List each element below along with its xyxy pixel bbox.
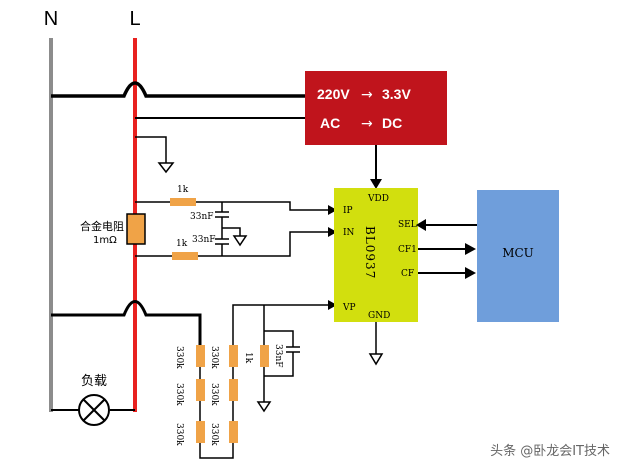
ip-resistor-value: 1k — [177, 185, 189, 195]
converter-output-voltage: 3.3V — [382, 86, 411, 102]
shunt-resistor — [126, 213, 146, 245]
divider-value-1: 330k — [174, 346, 184, 369]
vp-resistor-value: 1k — [243, 352, 253, 364]
cf-arrow — [465, 267, 476, 279]
in-capacitor-value: 33nF — [192, 235, 216, 245]
vp-ground-icon — [256, 401, 272, 413]
chip-name: BL0937 — [363, 226, 377, 279]
mcu-block — [477, 190, 559, 322]
converter-input-type: AC — [320, 115, 340, 131]
vp-resistor — [260, 345, 269, 367]
chip-ground-icon — [368, 353, 384, 366]
ip-resistor — [170, 198, 196, 206]
divider-value-6: 330k — [209, 423, 219, 446]
divider-resistors — [196, 345, 238, 459]
ip-arrow — [328, 205, 337, 215]
filter-ground-icon — [232, 235, 248, 247]
vdd-pin-label: VDD — [367, 194, 389, 204]
neutral-label: N — [44, 8, 58, 30]
sel-arrow — [416, 219, 426, 231]
n-sense-wire — [51, 300, 202, 345]
cf-pin-label: CF — [401, 269, 414, 279]
in-resistor-value: 1k — [176, 239, 188, 249]
n-supply-wire — [51, 81, 305, 98]
sel-pin-label: SEL — [398, 220, 417, 230]
ac-dc-converter — [305, 71, 447, 145]
in-arrow — [328, 227, 337, 237]
l-rail-ground — [135, 136, 167, 163]
vp-capacitor-value: 33nF — [273, 344, 283, 368]
converter-input-voltage: 220V — [317, 86, 350, 102]
bl0937-chip — [334, 188, 418, 322]
divider-value-2: 330k — [174, 383, 184, 406]
cf1-pin-label: CF1 — [398, 245, 417, 255]
ip-pin-label: IP — [343, 206, 353, 216]
shunt-label: 合金电阻 — [80, 219, 124, 233]
svg-text:220V: 220V — [317, 86, 350, 102]
converter-arrow-1: → — [361, 87, 373, 103]
vp-arrow — [328, 300, 337, 310]
gnd-pin-label: GND — [368, 311, 390, 321]
shunt-value: 1mΩ — [93, 235, 117, 246]
converter-arrow-2: → — [361, 116, 373, 132]
watermark: 头条 @卧龙会IT技术 — [490, 443, 610, 459]
divider-value-4: 330k — [209, 346, 219, 369]
ip-capacitor-value: 33nF — [190, 212, 214, 222]
load-label: 负载 — [81, 374, 107, 389]
divider-value-3: 330k — [174, 423, 184, 446]
in-pin-label: IN — [343, 228, 355, 238]
load-lamp-icon — [78, 394, 110, 426]
converter-output-type: DC — [382, 115, 402, 131]
divider-value-5: 330k — [209, 383, 219, 406]
vdd-arrow — [370, 179, 382, 189]
line-label: L — [129, 8, 140, 30]
vp-pin-label: VP — [342, 303, 356, 313]
in-resistor — [172, 252, 198, 260]
mcu-label: MCU — [502, 246, 534, 260]
cf1-arrow — [465, 243, 476, 255]
